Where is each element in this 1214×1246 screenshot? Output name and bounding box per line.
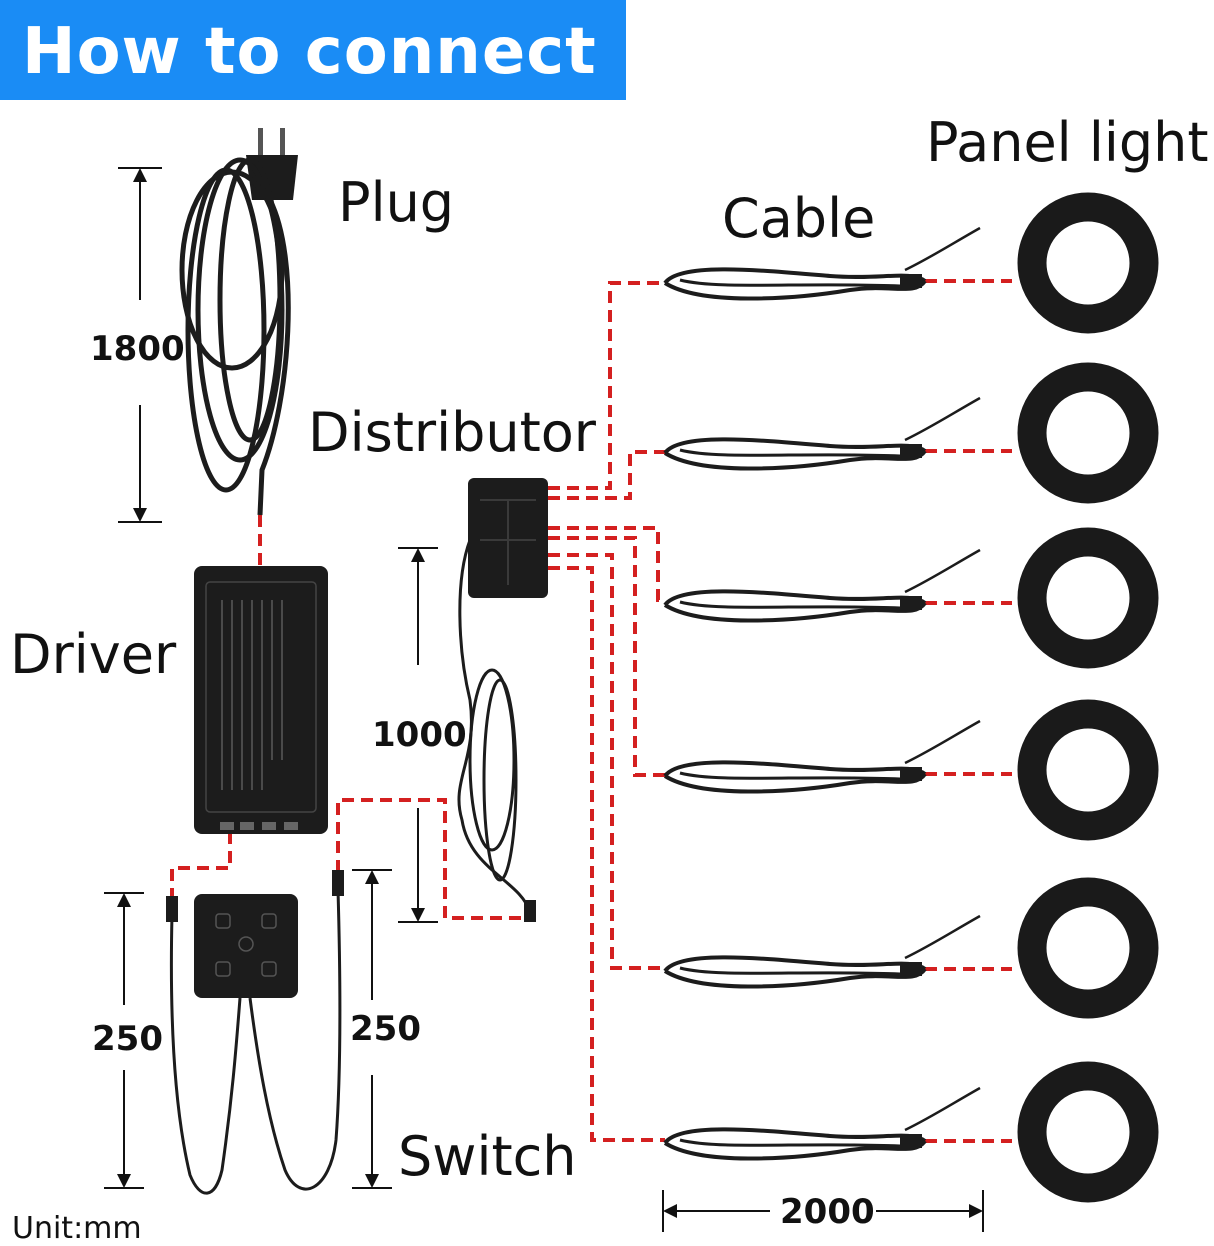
panel-light-icon xyxy=(1017,527,1159,669)
cable-length-dimension: 2000 xyxy=(780,1192,875,1232)
distributor-cord-dimension: 1000 xyxy=(372,715,467,755)
switch-label: Switch xyxy=(398,1125,577,1188)
switch-left-dimension: 250 xyxy=(92,1019,163,1059)
header-title: How to connect xyxy=(22,15,597,89)
distributor-label: Distributor xyxy=(308,401,597,464)
panel-lights xyxy=(1017,192,1159,1203)
connection-lines xyxy=(170,279,1012,1143)
driver-label: Driver xyxy=(10,623,177,686)
plug-icon xyxy=(179,128,298,516)
switch-icon xyxy=(166,870,344,1195)
dimension-cable-length xyxy=(662,1190,984,1232)
dimension-distributor-cord xyxy=(398,547,438,923)
cables xyxy=(663,226,981,1161)
dimension-switch-right xyxy=(352,869,392,1189)
distributor-icon xyxy=(457,478,548,922)
driver-icon xyxy=(194,566,328,834)
plug-cord-dimension: 1800 xyxy=(90,329,185,369)
header-banner: How to connect xyxy=(0,0,626,100)
panel-light-label: Panel light xyxy=(926,111,1209,174)
dimension-plug-cord xyxy=(118,167,162,523)
panel-light-icon xyxy=(1017,192,1159,334)
dimension-switch-left xyxy=(104,892,144,1189)
cable-label: Cable xyxy=(722,187,876,250)
panel-light-icon xyxy=(1017,362,1159,504)
plug-label: Plug xyxy=(338,171,455,234)
panel-light-icon xyxy=(1017,699,1159,841)
unit-label: Unit:mm xyxy=(12,1211,142,1246)
switch-right-dimension: 250 xyxy=(350,1009,421,1049)
panel-light-icon xyxy=(1017,877,1159,1019)
panel-light-icon xyxy=(1017,1061,1159,1203)
